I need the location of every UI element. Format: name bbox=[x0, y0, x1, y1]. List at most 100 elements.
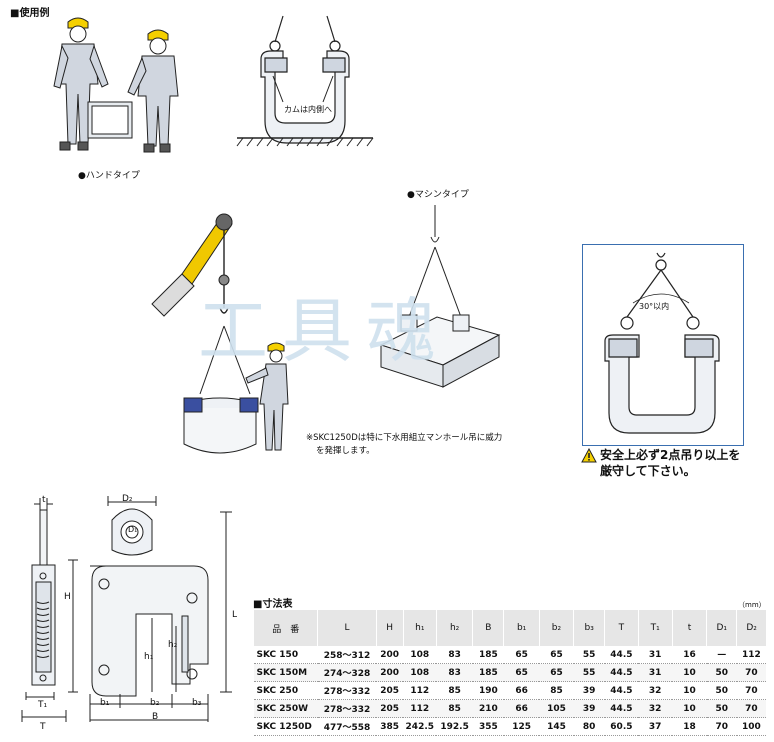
table-row: SKC 150M 274～328 200 108 83 185 65 65 55… bbox=[253, 663, 766, 682]
table-cell: 145 bbox=[539, 717, 574, 736]
table-cell: 37 bbox=[638, 717, 673, 736]
table-row: SKC 250 278～332 205 112 85 190 66 85 39 … bbox=[253, 681, 766, 700]
table-cell: 242.5 bbox=[403, 717, 437, 736]
note-line-2: を発揮します。 bbox=[316, 446, 375, 456]
cam-inward-diagram bbox=[236, 15, 374, 147]
table-cell: 274～328 bbox=[317, 663, 377, 682]
dim-L-label: L bbox=[232, 610, 238, 620]
table-cell: 55 bbox=[573, 646, 605, 664]
table-cell: 108 bbox=[403, 663, 437, 682]
table-cell: SKC 250 bbox=[253, 681, 318, 700]
table-cell: 44.5 bbox=[604, 646, 639, 664]
crane-lift-illustration bbox=[151, 213, 289, 454]
table-title: ■寸法表 bbox=[253, 599, 293, 610]
table-cell: 10 bbox=[672, 681, 707, 700]
header-cell: t bbox=[671, 610, 707, 646]
header-cell: L bbox=[317, 610, 377, 646]
table-cell: 65 bbox=[539, 646, 574, 664]
machine-type-caption: ●マシンタイプ bbox=[407, 190, 469, 200]
table-cell: 10 bbox=[672, 699, 707, 718]
table-cell: 85 bbox=[436, 681, 473, 700]
dim-b1-label: b₁ bbox=[100, 698, 110, 708]
header-cell: D₂ bbox=[736, 610, 766, 646]
table-cell: 125 bbox=[503, 717, 540, 736]
table-cell: 65 bbox=[503, 646, 540, 664]
table-cell: 205 bbox=[376, 681, 404, 700]
table-row: SKC 1250D 477～558 385 242.5 192.5 355 12… bbox=[253, 717, 766, 736]
header-cell: B bbox=[472, 610, 504, 646]
table-cell: 105 bbox=[539, 699, 574, 718]
table-cell: 32 bbox=[638, 681, 673, 700]
spec-table: 品 番 L H h₁ h₂ B b₁ b₂ b₃ T T₁ t D₁ D₂ SK… bbox=[252, 610, 766, 736]
table-cell: 278～332 bbox=[317, 681, 377, 700]
table-cell: 85 bbox=[436, 699, 473, 718]
table-cell: 16 bbox=[672, 646, 707, 664]
table-cell: 65 bbox=[503, 663, 540, 682]
header-cell: b₁ bbox=[503, 610, 540, 646]
dim-t-label: t bbox=[42, 495, 46, 505]
table-cell: 192.5 bbox=[436, 717, 473, 736]
two-point-lift-box: 30°以内 bbox=[582, 244, 744, 446]
warning-text: 安全上必ず2点吊り以上を 厳守して下さい。 bbox=[600, 447, 740, 479]
side-view-drawing bbox=[21, 498, 67, 722]
table-cell: 70 bbox=[736, 699, 766, 718]
table-cell: 70 bbox=[736, 663, 766, 682]
table-cell: 355 bbox=[472, 717, 504, 736]
table-cell: 44.5 bbox=[604, 681, 639, 700]
table-cell: 112 bbox=[736, 646, 766, 664]
note-line-1: ※SKC1250Dは特に下水用組立マンホール吊に威力 bbox=[306, 433, 503, 443]
header-cell: b₃ bbox=[573, 610, 605, 646]
table-cell: 385 bbox=[376, 717, 404, 736]
dim-t1-label: T₁ bbox=[38, 700, 48, 710]
table-cell: SKC 150 bbox=[253, 646, 318, 664]
dim-b2-label: b₂ bbox=[150, 698, 160, 708]
table-cell: 66 bbox=[503, 699, 540, 718]
header-cell: H bbox=[375, 610, 404, 646]
table-cell: 50 bbox=[706, 699, 737, 718]
table-cell: 50 bbox=[706, 681, 737, 700]
table-cell: SKC 250W bbox=[253, 699, 318, 718]
table-cell: 70 bbox=[706, 717, 737, 736]
table-cell: 55 bbox=[573, 663, 605, 682]
dim-D1-label: D₁ bbox=[128, 525, 138, 534]
dim-H-label: H bbox=[64, 592, 71, 602]
header-cell: T₁ bbox=[637, 610, 673, 646]
dim-T-label: T bbox=[40, 722, 46, 732]
table-cell: 258～312 bbox=[317, 646, 377, 664]
table-cell: SKC 150M bbox=[253, 663, 318, 682]
cam-inward-label: カムは内側へ bbox=[284, 105, 332, 114]
table-cell: 200 bbox=[376, 663, 404, 682]
header-cell: h₂ bbox=[435, 610, 473, 646]
angle-label: 30°以内 bbox=[639, 301, 670, 312]
header-cell: h₁ bbox=[402, 610, 437, 646]
table-cell: 44.5 bbox=[604, 663, 639, 682]
header-cell: T bbox=[604, 610, 639, 646]
table-cell: 10 bbox=[672, 663, 707, 682]
table-cell: 477～558 bbox=[317, 717, 377, 736]
dim-b3-label: b₃ bbox=[192, 698, 202, 708]
table-cell: SKC 1250D bbox=[253, 717, 318, 736]
table-cell: 65 bbox=[539, 663, 574, 682]
table-cell: 85 bbox=[539, 681, 574, 700]
warning-line-2: 厳守して下さい。 bbox=[600, 464, 696, 478]
table-cell: 44.5 bbox=[604, 699, 639, 718]
dim-B-label: B bbox=[152, 712, 159, 722]
dim-h2-label: h₂ bbox=[168, 640, 178, 650]
table-cell: 31 bbox=[638, 646, 673, 664]
table-cell: 31 bbox=[638, 663, 673, 682]
table-unit: （mm） bbox=[738, 601, 766, 609]
two-point-lift-diagram bbox=[604, 252, 720, 434]
table-cell: 112 bbox=[403, 681, 437, 700]
table-cell: 185 bbox=[472, 663, 504, 682]
table-row: SKC 150 258～312 200 108 83 185 65 65 55 … bbox=[253, 646, 766, 664]
usage-section-title: ■使用例 bbox=[10, 8, 50, 19]
table-cell: 205 bbox=[376, 699, 404, 718]
warning-line-1: 安全上必ず2点吊り以上を bbox=[600, 448, 741, 462]
table-cell: 66 bbox=[503, 681, 540, 700]
machine-type-illustration bbox=[379, 205, 501, 388]
table-cell: 200 bbox=[376, 646, 404, 664]
table-cell: 39 bbox=[573, 681, 605, 700]
table-cell: 210 bbox=[472, 699, 504, 718]
table-cell: 50 bbox=[706, 663, 737, 682]
table-cell: 60.5 bbox=[604, 717, 639, 736]
